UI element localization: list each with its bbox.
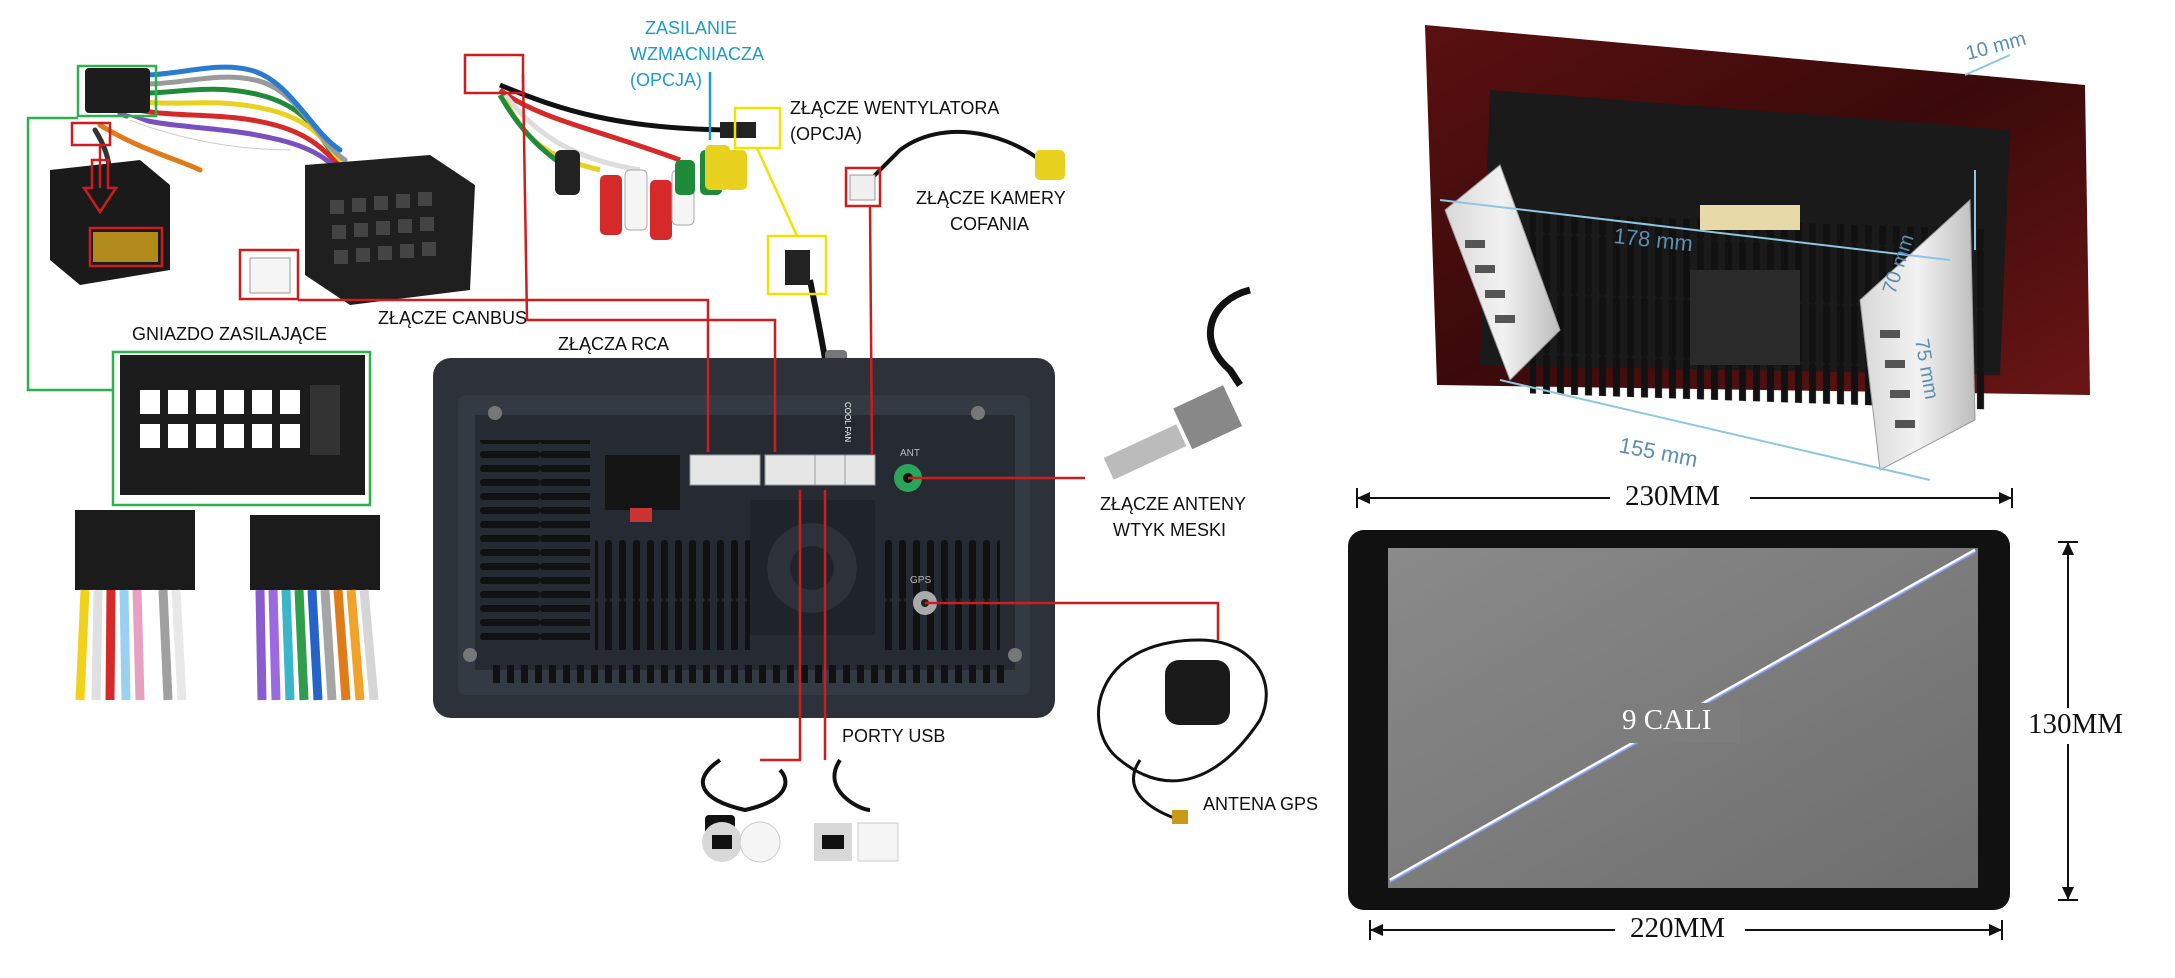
rca-label: ZŁĄCZA RCA: [558, 334, 670, 354]
cable-tag-label: COOL FAN: [843, 402, 852, 442]
width-bottom-dimension: 220MM: [1630, 912, 1726, 944]
gps-antenna-label: ANTENA GPS: [1203, 794, 1319, 814]
power-socket-label: GNIAZDO ZASILAJĄCE: [132, 324, 328, 344]
amp-power-label-line2: WZMACNIACZA: [630, 44, 764, 64]
power-plug-highlight: [76, 64, 158, 118]
camera-connector-label-line2: COFANIA: [950, 214, 1030, 234]
connector-leader-lines: [26, 53, 1220, 762]
camera-cable: [849, 129, 1065, 201]
usb-ports-label: PORTY USB: [842, 726, 946, 746]
screen-size-label: 9 CALI: [1622, 704, 1712, 736]
head-unit-back-panel: ANT GPS COOL FAN: [433, 358, 1055, 718]
gps-antenna: [1097, 638, 1268, 824]
dim-155-label: 155 mm: [1617, 432, 1700, 472]
fm-antenna-plug: [1103, 286, 1285, 480]
height-dimension: 130MM: [2028, 708, 2124, 740]
fan-connector-label-line1: ZŁĄCZE WENTYLATORA: [790, 98, 1000, 118]
amp-power-label-line1: ZASILANIE: [645, 18, 738, 38]
rca-cable-bundle: [497, 82, 756, 240]
width-top-dimension: 230MM: [1625, 480, 1721, 512]
power-socket-closeup: [120, 355, 365, 495]
screen-dimensions: [1348, 480, 2120, 948]
camera-connector-label-line1: ZŁĄCZE KAMERY: [916, 188, 1066, 208]
usb-cables: [700, 758, 899, 863]
power-socket-highlight: [111, 350, 372, 507]
gps-port-label: GPS: [910, 575, 931, 586]
pigtail-connectors: [75, 510, 380, 701]
iso-harness: [50, 64, 475, 305]
ant-port-label: ANT: [900, 448, 920, 459]
antenna-label-line2: WTYK MESKI: [1113, 520, 1227, 540]
antenna-label-line1: ZŁĄCZE ANTENY: [1100, 494, 1247, 514]
chassis-photo: 178 mm 155 mm 10 mm 70 mm 75 mm: [1425, 25, 2090, 481]
canbus-label: ZŁĄCZE CANBUS: [378, 308, 528, 328]
amp-power-label-line3: (OPCJA): [630, 70, 702, 90]
fan-connector-label-line2: (OPCJA): [790, 124, 862, 144]
dim-10-label: 10 mm: [1964, 28, 2029, 65]
